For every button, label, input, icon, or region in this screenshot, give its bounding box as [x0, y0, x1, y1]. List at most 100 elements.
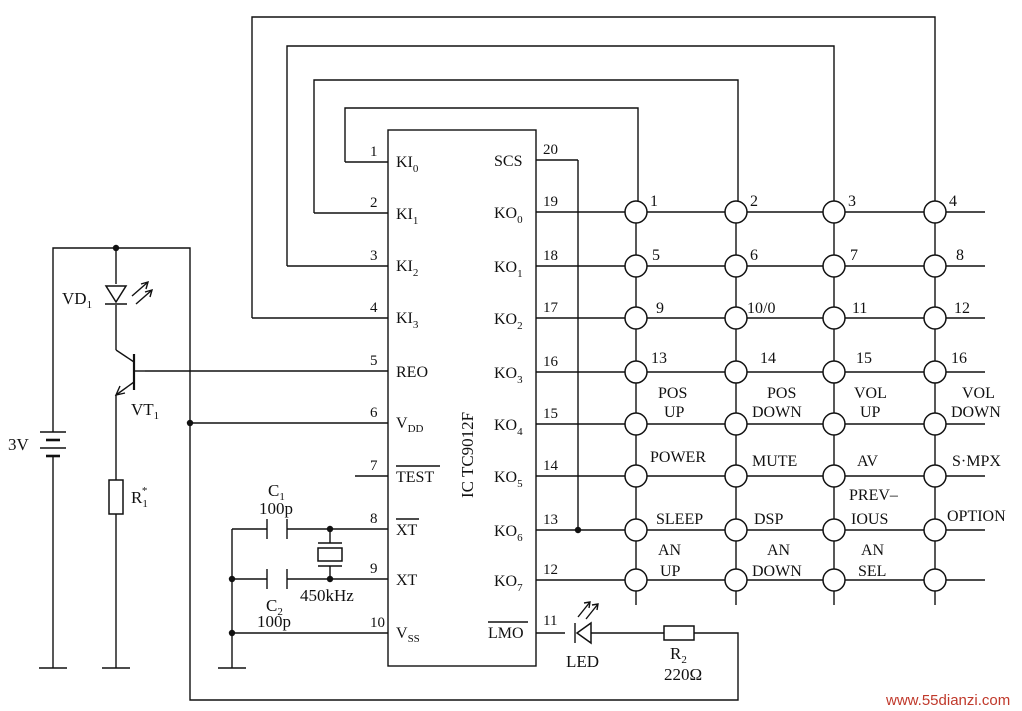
key-circle[interactable] — [923, 200, 947, 224]
key-circle[interactable] — [624, 306, 648, 330]
pin-name-ko7: KO7 — [494, 573, 523, 594]
key-circle[interactable] — [624, 360, 648, 384]
key-label: AN — [767, 542, 791, 559]
key-circle[interactable] — [923, 360, 947, 384]
ic-part-label: IC TC9012F — [458, 412, 477, 498]
pin-number: 16 — [543, 354, 559, 370]
key-circle[interactable] — [923, 254, 947, 278]
r1-label: R1* — [131, 485, 148, 510]
key-label: DOWN — [951, 404, 1001, 421]
left-supply-wiring — [39, 247, 739, 701]
key-circle[interactable] — [724, 360, 748, 384]
key-circle[interactable] — [822, 254, 846, 278]
junction-dot — [326, 575, 334, 583]
pin-name-ki2: KI2 — [396, 258, 418, 279]
key-label: UP — [860, 404, 881, 421]
key-circle[interactable] — [923, 464, 947, 488]
key-circle[interactable] — [724, 200, 748, 224]
key-label: 15 — [856, 350, 872, 367]
c1-value: 100p — [259, 499, 293, 518]
pin-name-ko3: KO3 — [494, 365, 523, 386]
vt1-label: VT1 — [131, 400, 159, 422]
key-label: 14 — [760, 350, 776, 367]
transistor-icon — [114, 349, 145, 396]
key-label: IOUS — [851, 511, 888, 528]
key-label: 11 — [852, 300, 867, 317]
pin-number: 3 — [370, 248, 378, 264]
pin-number: 18 — [543, 248, 558, 264]
key-circle[interactable] — [923, 412, 947, 436]
pin-name-scs: SCS — [494, 153, 522, 170]
key-label: VOL — [854, 385, 887, 402]
pin-number: 17 — [543, 300, 559, 316]
key-circle[interactable] — [624, 254, 648, 278]
key-circle[interactable] — [724, 412, 748, 436]
pin-name-ko0: KO0 — [494, 205, 523, 226]
key-circle[interactable] — [822, 518, 846, 542]
key-label: AV — [857, 453, 878, 470]
led-icon — [574, 601, 664, 645]
key-circle[interactable] — [923, 306, 947, 330]
pin-number: 4 — [370, 300, 378, 316]
key-label: 3 — [848, 193, 856, 210]
key-circle[interactable] — [923, 568, 947, 592]
key-label: POS — [767, 385, 796, 402]
key-circle[interactable] — [724, 306, 748, 330]
key-label: SEL — [858, 563, 886, 580]
pin-name-ko1: KO1 — [494, 259, 523, 280]
pin-name-ki0: KI0 — [396, 154, 419, 175]
key-label: POS — [658, 385, 687, 402]
junction-dot — [574, 526, 582, 534]
key-circle[interactable] — [624, 412, 648, 436]
key-label: 9 — [656, 300, 664, 317]
pin-number: 7 — [370, 458, 378, 474]
battery-label: 3V — [8, 435, 30, 454]
battery-icon — [40, 431, 66, 462]
key-label: SLEEP — [656, 511, 703, 528]
capacitor-icon — [266, 519, 288, 539]
key-label: MUTE — [752, 453, 797, 470]
pin-name-test: TEST — [396, 469, 434, 486]
pin-name-ko4: KO4 — [494, 417, 523, 438]
pin-number: 15 — [543, 406, 558, 422]
key-circle[interactable] — [724, 254, 748, 278]
key-label: 4 — [949, 193, 957, 210]
key-circle[interactable] — [822, 360, 846, 384]
pin-name-lmo: LMO — [488, 625, 524, 642]
key-circle[interactable] — [724, 518, 748, 542]
junction-dot — [186, 419, 194, 427]
key-circle[interactable] — [724, 464, 748, 488]
key-label: VOL — [962, 385, 995, 402]
key-circle[interactable] — [822, 200, 846, 224]
key-circle[interactable] — [624, 200, 648, 224]
key-circle[interactable] — [822, 306, 846, 330]
key-label: 5 — [652, 247, 660, 264]
key-labels: 1 2 3 4 5 6 7 8 9 10/0 11 12 13 14 15 16… — [650, 193, 1006, 580]
ic-right-pins — [536, 159, 985, 634]
ic-body — [387, 129, 537, 667]
watermark: www.55dianzi.com — [885, 692, 1010, 709]
junction-dot — [112, 244, 120, 252]
key-label: 8 — [956, 247, 964, 264]
pin-number: 9 — [370, 561, 378, 577]
key-circle[interactable] — [822, 568, 846, 592]
pin-number: 10 — [370, 615, 385, 631]
key-circle[interactable] — [624, 464, 648, 488]
key-circle[interactable] — [624, 568, 648, 592]
pin-number: 20 — [543, 142, 558, 158]
pin-number: 12 — [543, 562, 558, 578]
key-label: OPTION — [947, 508, 1006, 525]
pin-name-xt: XT — [396, 572, 418, 589]
key-circle[interactable] — [822, 464, 846, 488]
key-label: 10/0 — [747, 300, 775, 317]
key-label: DOWN — [752, 404, 802, 421]
pin-number: 11 — [543, 613, 557, 629]
key-circle[interactable] — [822, 412, 846, 436]
key-circle[interactable] — [724, 568, 748, 592]
c2-label: C2 — [266, 596, 283, 618]
key-circle[interactable] — [624, 518, 648, 542]
key-circle[interactable] — [923, 518, 947, 542]
key-matrix — [624, 200, 947, 592]
junction-dot — [228, 629, 236, 637]
